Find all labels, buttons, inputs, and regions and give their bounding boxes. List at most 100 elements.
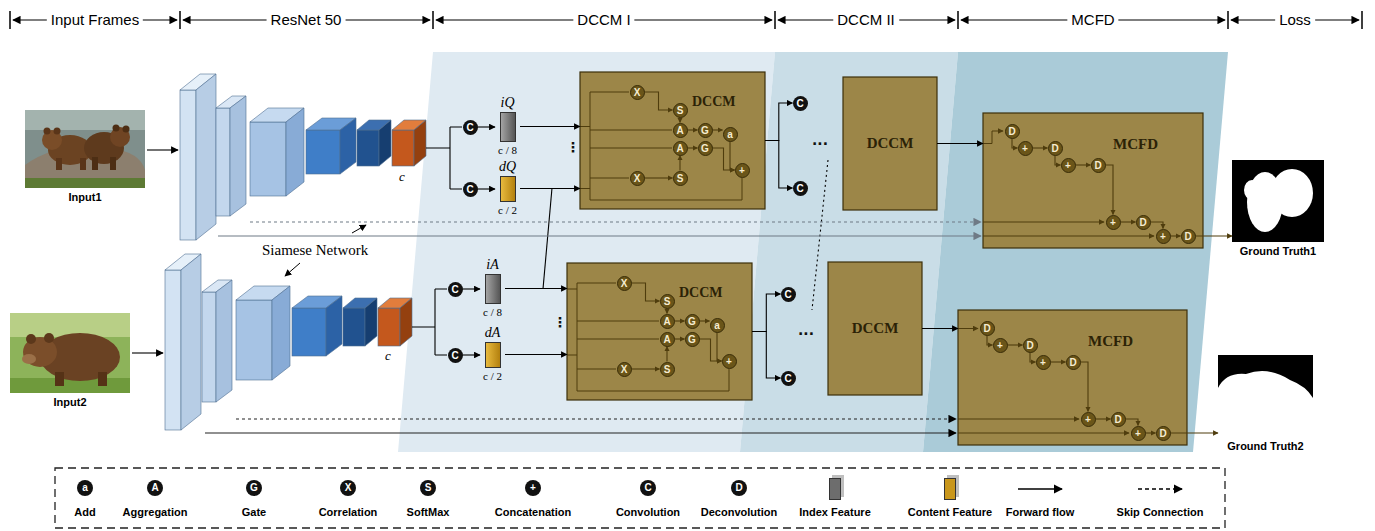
operator-letter: C <box>781 287 796 302</box>
dccm2-region <box>740 52 958 452</box>
operator-letter: + <box>1019 142 1032 155</box>
resnet-block-part <box>392 130 414 166</box>
connector <box>478 188 496 189</box>
channel-size: c / 2 <box>495 204 520 217</box>
operator-letter: G <box>686 333 699 346</box>
module-title: MCFD <box>1113 136 1158 153</box>
connector <box>675 320 685 321</box>
header-bracket-part <box>10 11 1362 29</box>
module-fill <box>958 310 1187 445</box>
operator-letter: X <box>618 363 631 376</box>
resnet-block-part <box>340 118 356 174</box>
image-area <box>10 313 130 393</box>
connector <box>1033 147 1048 148</box>
legend-symbol: G <box>246 480 262 496</box>
resnet-block-part <box>400 298 412 346</box>
operator-letter: C <box>793 181 808 196</box>
input-photo-1 <box>25 110 145 188</box>
operator-letter: a <box>711 319 724 332</box>
channel-size: c / 8 <box>480 306 505 319</box>
input-photo-1-part <box>123 126 130 133</box>
ellipsis: ... <box>812 132 828 148</box>
operator-letter: C <box>448 282 463 297</box>
input-photo-1-part <box>56 158 62 170</box>
wire-part <box>147 149 178 150</box>
operator-letter: D <box>981 322 994 335</box>
legend-text: Content Feature <box>908 506 992 519</box>
operator-letter: + <box>994 339 1007 352</box>
operator-node: X <box>630 85 645 100</box>
operator-letter: C <box>463 120 478 135</box>
operator-letter: D <box>1112 413 1125 426</box>
operator-node: D <box>980 321 995 336</box>
connector <box>632 368 660 369</box>
operator-node: + <box>1156 229 1171 244</box>
channel-size: c / 2 <box>480 370 505 383</box>
operator-node: D <box>1181 229 1196 244</box>
resnet-block-part <box>230 96 246 216</box>
connector <box>713 148 735 170</box>
operator-letter: a <box>724 128 737 141</box>
operator-letter: S <box>674 104 687 117</box>
operator-letter: D <box>1157 427 1170 440</box>
input-frame: Input2 <box>10 313 130 409</box>
legend-symbol: S <box>420 480 436 496</box>
feature-name: dA <box>480 326 505 340</box>
operator-node: + <box>735 163 750 178</box>
module-wire-part <box>983 131 1003 144</box>
channel-label: c <box>385 348 391 363</box>
connector <box>688 147 698 148</box>
resnet-block-part <box>343 308 365 346</box>
operator-node: + <box>1131 426 1146 441</box>
feature-map: dA c / 2 <box>480 326 505 383</box>
module-title: DCCM <box>867 135 914 152</box>
stage-header: MCFD <box>1067 11 1118 29</box>
channel-size: c / 8 <box>495 144 520 157</box>
connector <box>688 129 698 130</box>
connector <box>679 118 680 123</box>
operator-letter: + <box>1037 356 1050 369</box>
operator-letter: C <box>463 182 478 197</box>
image-caption: Ground Truth2 <box>1218 439 1313 453</box>
ground-truth-mask: Ground Truth1 <box>1232 160 1324 258</box>
module-wire-part <box>567 283 729 391</box>
connector <box>937 143 983 144</box>
module-fill <box>567 263 752 400</box>
skip-connection-part <box>236 418 956 419</box>
ground-truth-mask-2-part <box>1218 355 1313 437</box>
input-photo-2-part <box>44 333 54 343</box>
legend-text: Convolution <box>616 506 680 519</box>
convolution-node: C <box>781 287 796 302</box>
connector <box>666 309 667 314</box>
module-wire-part <box>983 222 1104 223</box>
module-wire-part <box>958 433 1129 434</box>
resnet-block-part <box>202 292 216 402</box>
resnet-block-part <box>357 130 379 166</box>
ellipsis: ⋮ <box>553 314 567 330</box>
wire-part <box>285 263 300 276</box>
operator-letter: D <box>1137 216 1150 229</box>
connector <box>1081 362 1089 412</box>
operator-node: A <box>673 123 688 138</box>
connector <box>675 338 685 339</box>
operator-node: S <box>660 294 675 309</box>
connector <box>752 294 781 332</box>
resnet-block-part <box>181 254 201 430</box>
operator-node: D <box>1023 338 1038 353</box>
stage-header: DCCM I <box>573 11 634 29</box>
legend-symbol: + <box>525 480 541 496</box>
operator-node: D <box>1111 412 1126 427</box>
skip-connection-part <box>250 221 981 222</box>
resnet-block-part <box>378 308 400 346</box>
input-photo-2-part <box>26 334 36 344</box>
connector <box>1055 156 1061 166</box>
operator-letter: X <box>618 277 631 290</box>
legend-text: SoftMax <box>407 506 450 519</box>
operator-letter: C <box>448 348 463 363</box>
resnet-block-part <box>196 74 216 240</box>
stage-header: DCCM II <box>833 11 899 29</box>
input-photo-2-part <box>10 313 130 337</box>
input-photo-1-part <box>44 128 51 135</box>
input-photo-1-part <box>92 157 98 170</box>
